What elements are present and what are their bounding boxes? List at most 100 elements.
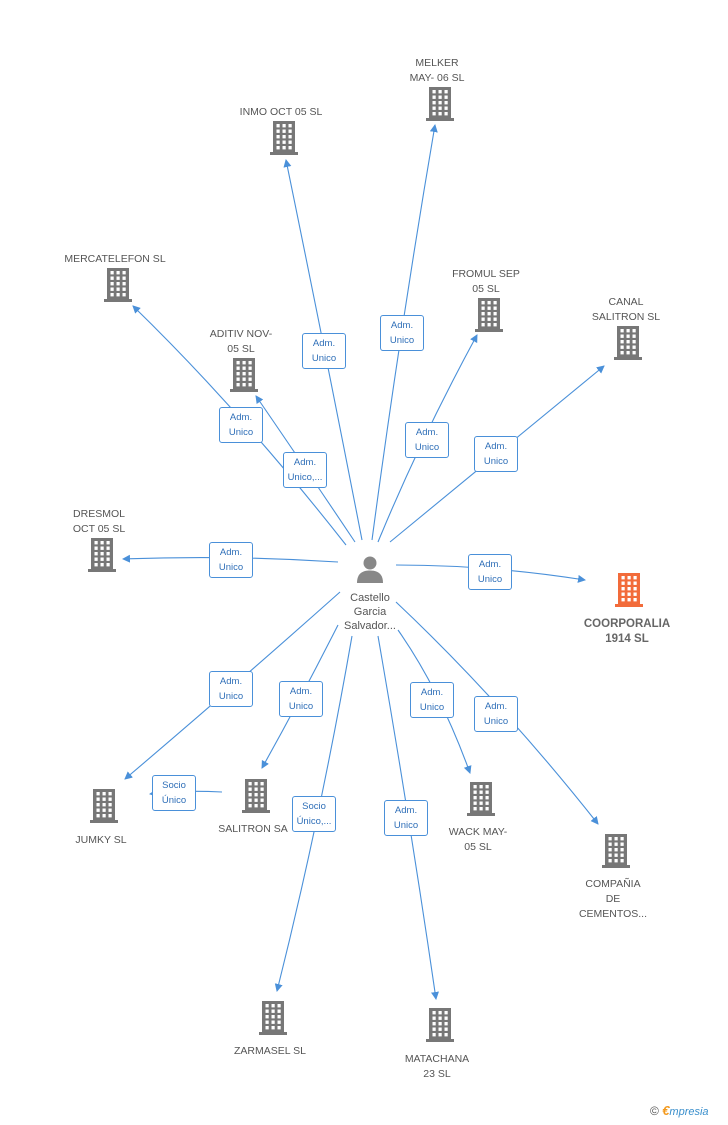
company-label-line: ADITIV NOV- xyxy=(209,328,273,340)
company-node-melker[interactable] xyxy=(425,86,455,127)
building-icon xyxy=(426,1008,454,1042)
company-node-wack[interactable] xyxy=(466,781,496,822)
relation-label-salitron[interactable]: Adm. Unico xyxy=(279,681,323,717)
relation-label-line: Adm. xyxy=(312,338,336,349)
person-name-line: Garcia xyxy=(353,606,387,618)
company-node-salitron[interactable] xyxy=(241,778,271,819)
relation-label-melker[interactable]: Adm. Unico xyxy=(380,315,424,351)
relation-label-jumky[interactable]: Adm.Unico xyxy=(209,671,253,707)
relation-label-line: Unico,... xyxy=(287,472,323,483)
relation-label-line: Adm. xyxy=(394,805,418,816)
company-node-coorporalia[interactable] xyxy=(614,572,644,613)
company-label-line: 1914 SL xyxy=(605,633,649,645)
company-label-line: OCT 05 SL xyxy=(72,523,126,535)
building-icon xyxy=(467,782,495,816)
relation-label-line: Unico xyxy=(483,456,509,467)
relation-label-line: Único xyxy=(161,795,187,806)
company-label-line: COORPORALIA xyxy=(583,618,671,630)
company-label-line: INMO OCT 05 SL xyxy=(239,106,323,118)
company-node-fromul[interactable] xyxy=(474,297,504,338)
company-label-line: FROMUL SEP xyxy=(452,268,520,280)
company-label-salitron[interactable]: SALITRON SA xyxy=(198,822,308,837)
company-label-line: DRESMOL xyxy=(73,508,125,520)
company-label-line: COMPAÑIA xyxy=(585,878,641,890)
company-label-compania[interactable]: COMPAÑIA DE CEMENTOS... xyxy=(558,877,668,922)
company-node-inmo[interactable] xyxy=(269,120,299,161)
relation-label-line: Unico xyxy=(389,335,415,346)
relation-label-line: Unico xyxy=(228,427,254,438)
building-icon xyxy=(614,326,642,360)
building-icon xyxy=(602,834,630,868)
person-icon xyxy=(355,554,385,589)
relation-label-coorporalia[interactable]: Adm.Unico xyxy=(468,554,512,590)
company-label-mercatelefon[interactable]: MERCATELEFON SL xyxy=(60,252,170,267)
relation-label-line: Adm. xyxy=(289,686,313,697)
company-node-mercatelefon[interactable] xyxy=(103,267,133,308)
company-label-line: MERCATELEFON SL xyxy=(64,253,166,265)
building-icon xyxy=(270,121,298,155)
relation-label-line: Adm. xyxy=(219,676,243,687)
relation-label-line: Socio xyxy=(162,780,186,791)
company-label-line: CANAL xyxy=(608,296,644,308)
relation-label-inmo[interactable]: Adm. Unico xyxy=(302,333,346,369)
relation-label-line: Único,... xyxy=(296,816,332,827)
company-label-line: 05 SL xyxy=(472,283,500,295)
relation-label-line: Adm. xyxy=(478,559,502,570)
company-label-line: MAY- 06 SL xyxy=(409,72,465,84)
company-label-coorporalia[interactable]: COORPORALIA 1914 SL xyxy=(572,617,682,647)
building-icon xyxy=(242,779,270,813)
company-node-dresmol[interactable] xyxy=(87,537,117,578)
company-node-canal[interactable] xyxy=(613,325,643,366)
company-label-inmo[interactable]: INMO OCT 05 SL xyxy=(226,105,336,120)
company-label-line: MATACHANA xyxy=(404,1053,470,1065)
building-icon xyxy=(88,538,116,572)
relation-label-line: Unico xyxy=(288,701,314,712)
company-node-matachana[interactable] xyxy=(425,1007,455,1048)
relation-label-line: Adm. xyxy=(293,457,317,468)
relation-label-line: Unico xyxy=(311,353,337,364)
company-label-line: CEMENTOS... xyxy=(578,908,648,920)
company-node-jumky[interactable] xyxy=(89,788,119,829)
company-label-jumky[interactable]: JUMKY SL xyxy=(46,833,156,848)
company-label-zarmasel[interactable]: ZARMASEL SL xyxy=(215,1044,325,1059)
brand-logo-e-icon: € xyxy=(662,1103,670,1118)
brand-name: mpresia xyxy=(669,1106,709,1118)
footer-brand: © €mpresia xyxy=(650,1103,709,1118)
person-name-line: Salvador... xyxy=(344,620,396,632)
company-node-compania[interactable] xyxy=(601,833,631,874)
company-label-line: ZARMASEL SL xyxy=(234,1045,306,1057)
relation-label-wack[interactable]: Adm.Unico xyxy=(410,682,454,718)
company-label-fromul[interactable]: FROMUL SEP 05 SL xyxy=(431,267,541,297)
relation-label-fromul[interactable]: Adm.Unico xyxy=(405,422,449,458)
relation-label-line: Unico xyxy=(393,820,419,831)
relation-label-aditiv[interactable]: Adm. Unico,... xyxy=(283,452,327,488)
relation-label-line: Unico xyxy=(218,562,244,573)
relation-label-canal[interactable]: Adm.Unico xyxy=(474,436,518,472)
company-label-wack[interactable]: WACK MAY-05 SL xyxy=(423,825,533,855)
building-icon xyxy=(90,789,118,823)
company-node-aditiv[interactable] xyxy=(229,357,259,398)
company-label-line: SALITRON SA xyxy=(218,823,288,835)
relation-label-mercatelefon[interactable]: Adm. Unico xyxy=(219,407,263,443)
building-icon xyxy=(475,298,503,332)
relation-label-matachana[interactable]: Adm. Unico xyxy=(384,800,428,836)
person-name-line: Castello xyxy=(350,592,390,604)
company-label-line: 05 SL xyxy=(227,343,255,355)
relation-label-dresmol[interactable]: Adm.Unico xyxy=(209,542,253,578)
company-label-aditiv[interactable]: ADITIV NOV- 05 SL xyxy=(186,327,296,357)
company-label-dresmol[interactable]: DRESMOL OCT 05 SL xyxy=(44,507,154,537)
relation-label-line: Adm. xyxy=(390,320,414,331)
copyright-symbol: © xyxy=(650,1104,659,1118)
building-icon xyxy=(104,268,132,302)
company-node-zarmasel[interactable] xyxy=(258,1000,288,1041)
company-label-line: DE xyxy=(605,893,621,905)
relation-label-line: Adm. xyxy=(229,412,253,423)
relation-label-compania[interactable]: Adm.Unico xyxy=(474,696,518,732)
company-label-line: 05 SL xyxy=(464,841,492,853)
